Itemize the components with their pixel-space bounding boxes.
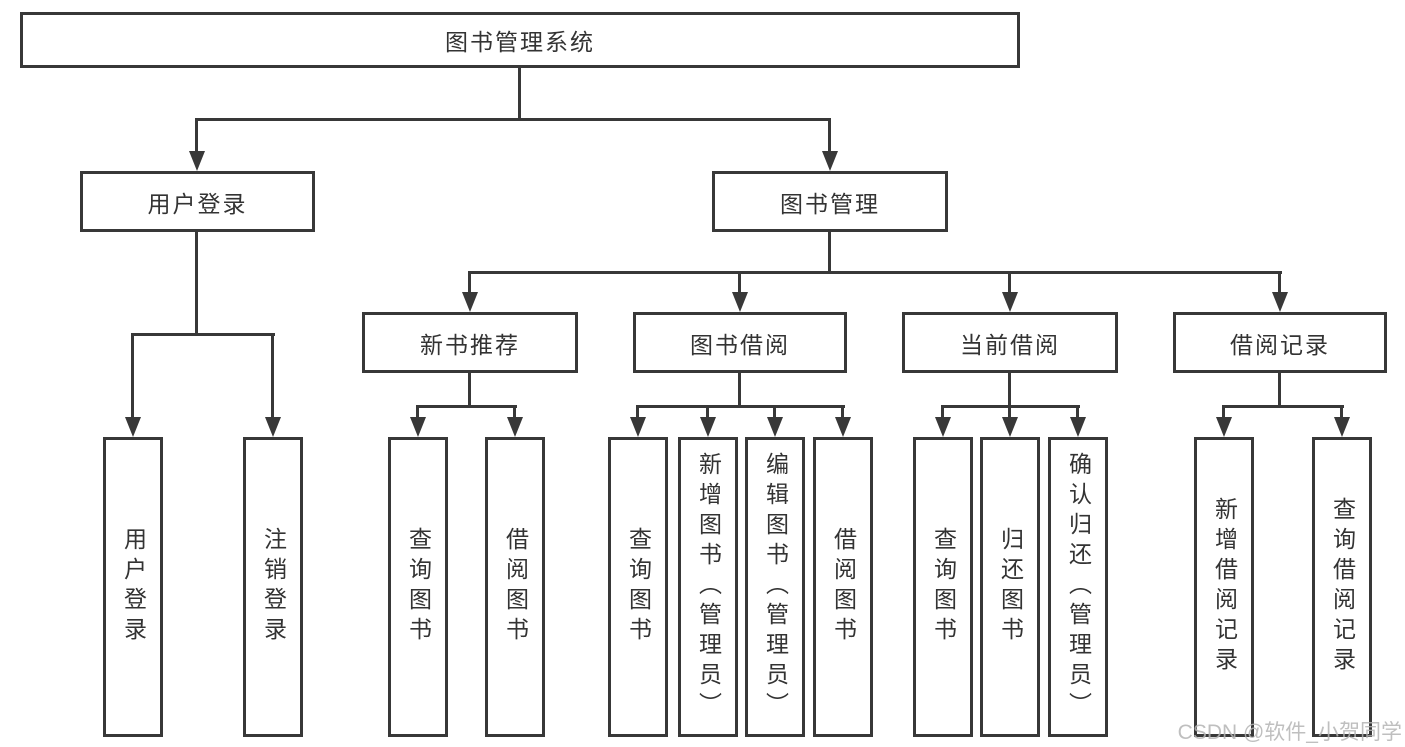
- node-leaf-return-books: 归还图书: [980, 437, 1040, 737]
- arrowhead-down-icon: [1334, 417, 1350, 437]
- connector-line: [195, 118, 831, 121]
- node-leaf-add-borrow-record: 新增借阅记录: [1194, 437, 1254, 737]
- connector-line: [1008, 407, 1011, 419]
- node-current-borrowing: 当前借阅: [902, 312, 1118, 373]
- node-leaf-logout-label: 注销登录: [260, 527, 287, 647]
- connector-line: [131, 333, 275, 336]
- node-leaf-borrow-books-recommend-label: 借阅图书: [502, 527, 529, 647]
- connector-line: [828, 232, 831, 274]
- connector-line: [738, 273, 741, 294]
- arrowhead-down-icon: [1002, 292, 1018, 312]
- arrowhead-down-icon: [1216, 417, 1232, 437]
- arrowhead-down-icon: [265, 417, 281, 437]
- connector-line: [468, 271, 1282, 274]
- arrowhead-down-icon: [125, 417, 141, 437]
- node-new-book-recommend-label: 新书推荐: [420, 331, 520, 358]
- arrowhead-down-icon: [507, 417, 523, 437]
- connector-line: [1222, 405, 1344, 408]
- node-root-label: 图书管理系统: [445, 29, 595, 55]
- node-leaf-return-books-label: 归还图书: [997, 527, 1024, 647]
- node-root: 图书管理系统: [20, 12, 1020, 68]
- node-leaf-add-borrow-record-label: 新增借阅记录: [1211, 497, 1238, 677]
- arrowhead-down-icon: [700, 417, 716, 437]
- node-leaf-query-books-current: 查询图书: [913, 437, 973, 737]
- connector-line: [1278, 273, 1281, 294]
- arrowhead-down-icon: [1002, 417, 1018, 437]
- node-borrowing-records: 借阅记录: [1173, 312, 1387, 373]
- node-leaf-query-books-recommend-label: 查询图书: [405, 527, 432, 647]
- arrowhead-down-icon: [835, 417, 851, 437]
- node-leaf-edit-books-admin-label: 编辑图书（管理员）: [762, 452, 789, 722]
- connector-line: [636, 407, 639, 419]
- connector-line: [1008, 273, 1011, 294]
- connector-line: [131, 335, 134, 419]
- node-leaf-confirm-return-admin-label: 确认归还（管理员）: [1065, 452, 1092, 722]
- connector-line: [636, 405, 845, 408]
- connector-line: [513, 407, 516, 419]
- connector-line: [468, 273, 471, 294]
- arrowhead-down-icon: [935, 417, 951, 437]
- connector-line: [773, 407, 776, 419]
- node-leaf-borrow-books-borrowing: 借阅图书: [813, 437, 873, 737]
- node-leaf-query-borrow-record-label: 查询借阅记录: [1329, 497, 1356, 677]
- node-leaf-add-books-admin-label: 新增图书（管理员）: [695, 452, 722, 722]
- node-leaf-query-borrow-record: 查询借阅记录: [1312, 437, 1372, 737]
- node-leaf-query-books-borrowing-label: 查询图书: [625, 527, 652, 647]
- connector-line: [1076, 407, 1079, 419]
- node-leaf-logout: 注销登录: [243, 437, 303, 737]
- connector-line: [195, 120, 198, 153]
- connector-line: [738, 373, 741, 407]
- connector-line: [828, 120, 831, 153]
- connector-line: [841, 407, 844, 419]
- arrowhead-down-icon: [732, 292, 748, 312]
- connector-line: [1008, 373, 1011, 407]
- arrowhead-down-icon: [630, 417, 646, 437]
- arrowhead-down-icon: [410, 417, 426, 437]
- node-leaf-query-books-current-label: 查询图书: [930, 527, 957, 647]
- node-leaf-user-login: 用户登录: [103, 437, 163, 737]
- node-leaf-query-books-recommend: 查询图书: [388, 437, 448, 737]
- node-leaf-add-books-admin: 新增图书（管理员）: [678, 437, 738, 737]
- connector-line: [1278, 373, 1281, 407]
- arrowhead-down-icon: [1070, 417, 1086, 437]
- connector-line: [706, 407, 709, 419]
- connector-line: [468, 373, 471, 407]
- arrowhead-down-icon: [822, 151, 838, 171]
- node-borrowing-records-label: 借阅记录: [1230, 331, 1330, 358]
- node-leaf-user-login-label: 用户登录: [120, 527, 147, 647]
- node-new-book-recommend: 新书推荐: [362, 312, 578, 373]
- node-leaf-edit-books-admin: 编辑图书（管理员）: [745, 437, 805, 737]
- node-book-borrowing: 图书借阅: [633, 312, 847, 373]
- connector-line: [271, 335, 274, 419]
- node-book-management: 图书管理: [712, 171, 948, 232]
- arrowhead-down-icon: [767, 417, 783, 437]
- connector-line: [941, 407, 944, 419]
- node-book-borrowing-label: 图书借阅: [690, 331, 790, 358]
- node-leaf-confirm-return-admin: 确认归还（管理员）: [1048, 437, 1108, 737]
- connector-line: [416, 405, 517, 408]
- connector-line: [416, 407, 419, 419]
- connector-line: [1340, 407, 1343, 419]
- node-leaf-borrow-books-borrowing-label: 借阅图书: [830, 527, 857, 647]
- node-user-login: 用户登录: [80, 171, 315, 232]
- node-current-borrowing-label: 当前借阅: [960, 331, 1060, 358]
- node-book-management-label: 图书管理: [780, 190, 880, 217]
- node-user-login-label: 用户登录: [147, 190, 248, 217]
- connector-line: [195, 232, 198, 336]
- arrowhead-down-icon: [189, 151, 205, 171]
- connector-line: [941, 405, 1080, 408]
- csdn-watermark: CSDN @软件_小贺同学: [1177, 721, 1402, 744]
- node-leaf-query-books-borrowing: 查询图书: [608, 437, 668, 737]
- connector-line: [518, 68, 521, 121]
- connector-line: [1222, 407, 1225, 419]
- arrowhead-down-icon: [1272, 292, 1288, 312]
- arrowhead-down-icon: [462, 292, 478, 312]
- node-leaf-borrow-books-recommend: 借阅图书: [485, 437, 545, 737]
